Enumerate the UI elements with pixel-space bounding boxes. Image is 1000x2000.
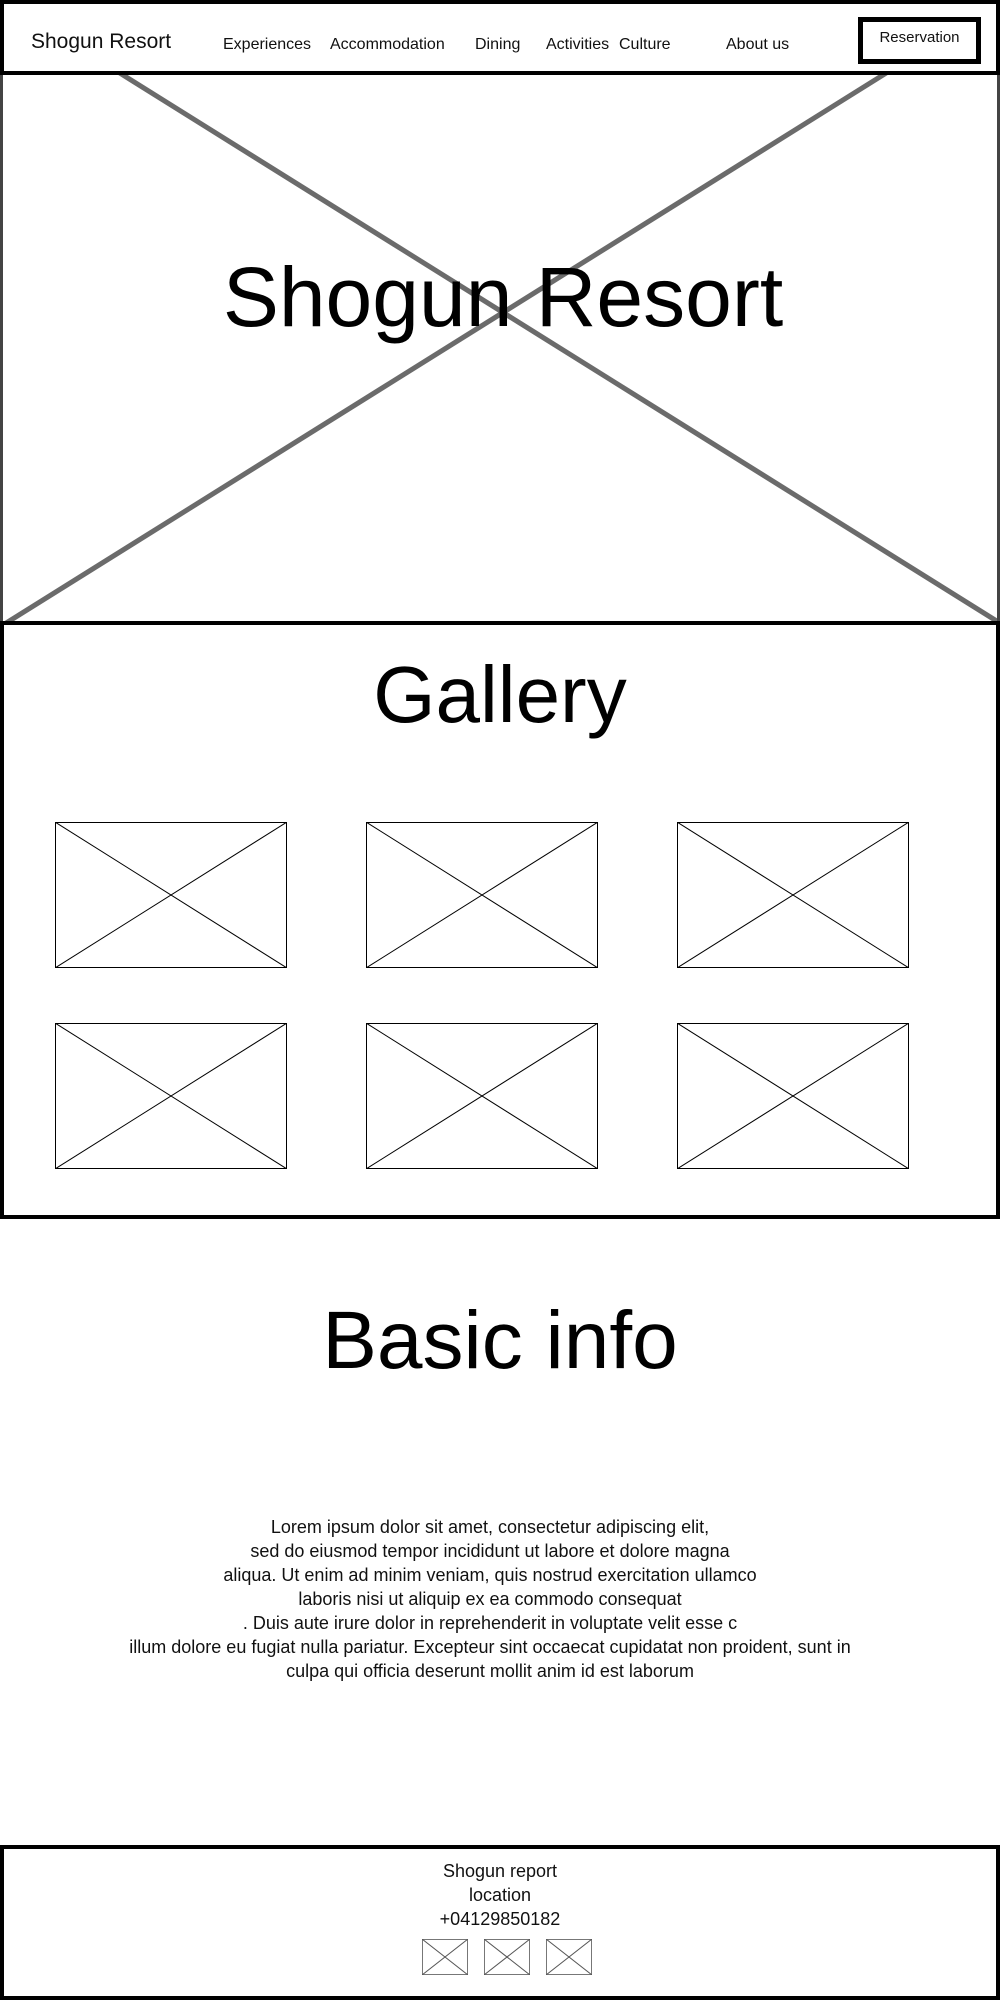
social-placeholder-icon: [546, 1939, 592, 1975]
image-placeholder-icon: [677, 1023, 909, 1169]
site-header: Shogun Resort Experiences Accommodation …: [0, 0, 1000, 75]
info-line: sed do eiusmod tempor incididunt ut labo…: [250, 1541, 730, 1561]
basic-info-title: Basic info: [322, 1295, 678, 1386]
nav-culture[interactable]: Culture: [619, 36, 671, 53]
hero-banner: Shogun Resort: [0, 75, 1000, 625]
gallery-image-4[interactable]: [55, 1023, 287, 1169]
social-placeholder-icon: [484, 1939, 530, 1975]
image-placeholder-icon: [677, 822, 909, 968]
gallery-title: Gallery: [373, 650, 627, 739]
image-placeholder-icon: [366, 1023, 598, 1169]
social-link-1[interactable]: [422, 1939, 468, 1975]
reservation-button[interactable]: Reservation: [858, 17, 981, 64]
footer-name: Shogun report: [442, 1861, 558, 1881]
info-line: aliqua. Ut enim ad minim veniam, quis no…: [223, 1565, 757, 1585]
social-link-3[interactable]: [546, 1939, 592, 1975]
footer-location: location: [468, 1885, 532, 1905]
footer-phone: +04129850182: [439, 1909, 561, 1929]
image-placeholder-icon: [55, 1023, 287, 1169]
info-line: . Duis aute irure dolor in reprehenderit…: [242, 1613, 738, 1633]
hero-title: Shogun Resort: [222, 250, 784, 344]
site-footer: Shogun report location +04129850182: [0, 1845, 1000, 2000]
gallery-image-5[interactable]: [366, 1023, 598, 1169]
gallery-section: Gallery: [0, 621, 1000, 1219]
nav-activities[interactable]: Activities: [546, 36, 610, 53]
nav-accommodation[interactable]: Accommodation: [330, 36, 445, 53]
hero-image-placeholder-icon: [3, 75, 997, 625]
image-placeholder-icon: [366, 822, 598, 968]
info-line: Lorem ipsum dolor sit amet, consectetur …: [270, 1517, 710, 1537]
social-link-2[interactable]: [484, 1939, 530, 1975]
info-line: laboris nisi ut aliquip ex ea commodo co…: [298, 1589, 682, 1609]
nav-experiences[interactable]: Experiences: [223, 36, 312, 53]
social-placeholder-icon: [422, 1939, 468, 1975]
info-line: culpa qui officia deserunt mollit anim i…: [286, 1661, 694, 1681]
nav-about-us[interactable]: About us: [726, 36, 790, 53]
gallery-image-6[interactable]: [677, 1023, 909, 1169]
gallery-image-2[interactable]: [366, 822, 598, 968]
brand-logo[interactable]: Shogun Resort: [31, 30, 172, 53]
gallery-image-3[interactable]: [677, 822, 909, 968]
gallery-image-1[interactable]: [55, 822, 287, 968]
image-placeholder-icon: [55, 822, 287, 968]
nav-dining[interactable]: Dining: [475, 36, 521, 53]
basic-info-text: Lorem ipsum dolor sit amet, consectetur …: [40, 1515, 940, 1683]
info-line: illum dolore eu fugiat nulla pariatur. E…: [129, 1637, 851, 1657]
